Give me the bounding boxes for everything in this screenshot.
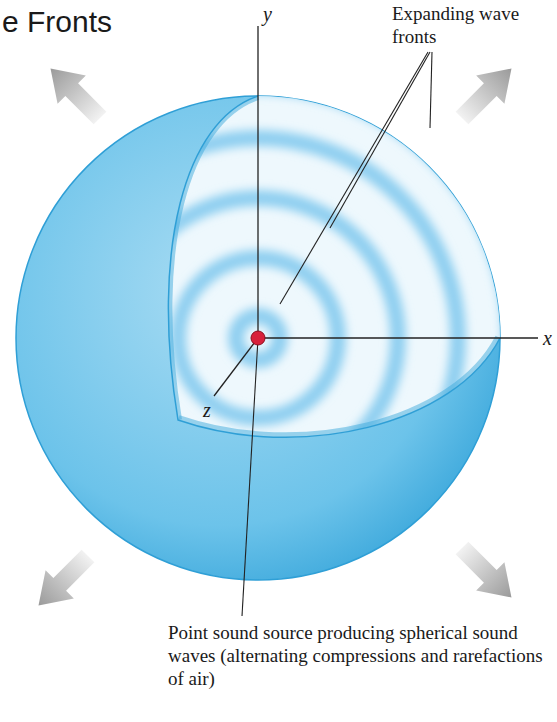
slide-title: e Fronts	[2, 4, 112, 40]
axis-label: z	[203, 398, 211, 422]
axis-label: y	[263, 2, 272, 26]
axes	[214, 26, 538, 396]
point-source	[251, 331, 265, 345]
axis-label: x	[543, 326, 552, 350]
callout-text: Point sound source producing spherical s…	[168, 622, 548, 690]
leader-line	[242, 52, 432, 616]
callout-text: Expanding wave fronts	[392, 3, 554, 49]
